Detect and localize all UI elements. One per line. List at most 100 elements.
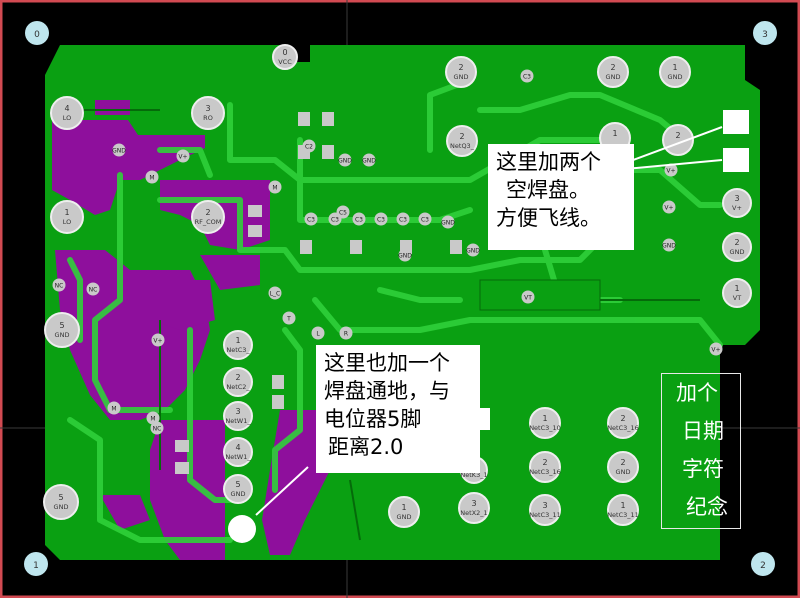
via-text: L [316, 331, 320, 338]
via-text: V+ [178, 154, 187, 161]
corner-markers: 0 3 1 2 [24, 21, 777, 576]
pad-number: 2 [620, 414, 625, 423]
via-text: M [272, 185, 277, 192]
via-text: GND [441, 220, 455, 227]
pad-net: GND [616, 468, 631, 476]
via-text: VT [524, 295, 532, 302]
pad-number: 1 [401, 503, 406, 512]
small-via-label: GND [398, 248, 412, 262]
small-via-label: L_C [268, 286, 282, 300]
via-text: T [286, 316, 291, 323]
smd-pads [175, 112, 601, 474]
via-text: V+ [666, 168, 675, 175]
pad-number: 4 [64, 104, 69, 113]
pad-net: LO [63, 218, 72, 226]
pad-number: 2 [458, 63, 463, 72]
small-via-label: T [282, 311, 296, 325]
through-hole-pads: 4LO3RO0VCC2GND2GND1GND1LO2RF_COM2NetQ3_1… [43, 44, 752, 528]
pad-net: NetC3_16 [529, 468, 561, 476]
through-hole-pad: 4LO [50, 96, 84, 130]
via-text: C2 [305, 144, 313, 151]
small-via-label: V+ [709, 342, 723, 356]
annotation-line: 这里也加一个 [324, 351, 450, 375]
added-ground-pad [228, 515, 256, 543]
pad-number: 2 [610, 63, 615, 72]
pad-net: V+ [732, 204, 742, 212]
pad-net: GND [668, 73, 683, 81]
small-via-label: C3 [328, 212, 342, 226]
via-text: V+ [153, 338, 162, 345]
pad-number: 3 [235, 407, 240, 416]
pad-number: 3 [205, 104, 210, 113]
pad-net: GND [231, 490, 246, 498]
via-text: M [111, 406, 116, 413]
pad-net: NetW1_ [225, 417, 251, 425]
via-text: C3 [355, 217, 363, 224]
pad-number: 1 [235, 336, 240, 345]
pad-net: NetX2_1 [460, 509, 487, 517]
small-via-label: C3 [374, 212, 388, 226]
small-via-label: GND [662, 238, 676, 252]
through-hole-pad: 2 [662, 124, 694, 156]
via-text: NC [153, 426, 162, 433]
small-via-label: C3 [418, 212, 432, 226]
pad-number: 1 [620, 501, 625, 510]
annotation-line: 距离2.0 [328, 435, 404, 459]
pad-number: 5 [235, 480, 240, 489]
pad-net: NetW1_ [225, 453, 251, 461]
pad-net: NetK3_1 [460, 471, 487, 479]
small-via-label: C3 [304, 212, 318, 226]
pad-net: RF_COM [195, 218, 222, 226]
pad-net: NetC3_10 [529, 424, 561, 432]
annotation-line: 纪念 [686, 495, 728, 519]
via-text: R [344, 331, 348, 338]
annotation-line: 方便飞线。 [496, 206, 601, 230]
corner-label-3: 3 [762, 30, 768, 40]
annotation-line: 空焊盘。 [506, 178, 590, 202]
via-text: C3 [331, 217, 339, 224]
pad-number: 2 [734, 238, 739, 247]
pad-number: 1 [542, 414, 547, 423]
via-text: C3 [523, 74, 531, 81]
pad-number: 1 [734, 284, 739, 293]
pad-net: NetQ3_ [450, 142, 475, 150]
via-text: C3 [307, 217, 315, 224]
small-via-label: C2 [302, 139, 316, 153]
small-via-label: C3 [352, 212, 366, 226]
pad-net: VCC [278, 58, 292, 66]
corner-label-1: 1 [33, 561, 39, 571]
pad-number: 3 [734, 194, 739, 203]
via-text: GND [112, 148, 126, 155]
via-text: V+ [664, 205, 673, 212]
via-text: M [149, 175, 154, 182]
pad-number: 2 [620, 458, 625, 467]
via-text: GND [338, 158, 352, 165]
small-via-label: GND [466, 243, 480, 257]
added-square-pad-2 [723, 148, 749, 172]
through-hole-pad: 1LO [50, 200, 84, 234]
small-via-label: NC [150, 421, 164, 435]
small-via-label: V+ [662, 200, 676, 214]
annotation-middle: 这里也加一个 焊盘通地，与 电位器5脚 距离2.0 [316, 345, 480, 473]
pad-number: 2 [459, 132, 464, 141]
pad-net: GND [730, 248, 745, 256]
small-via-label: L [311, 326, 325, 340]
small-via-label: GND [112, 143, 126, 157]
